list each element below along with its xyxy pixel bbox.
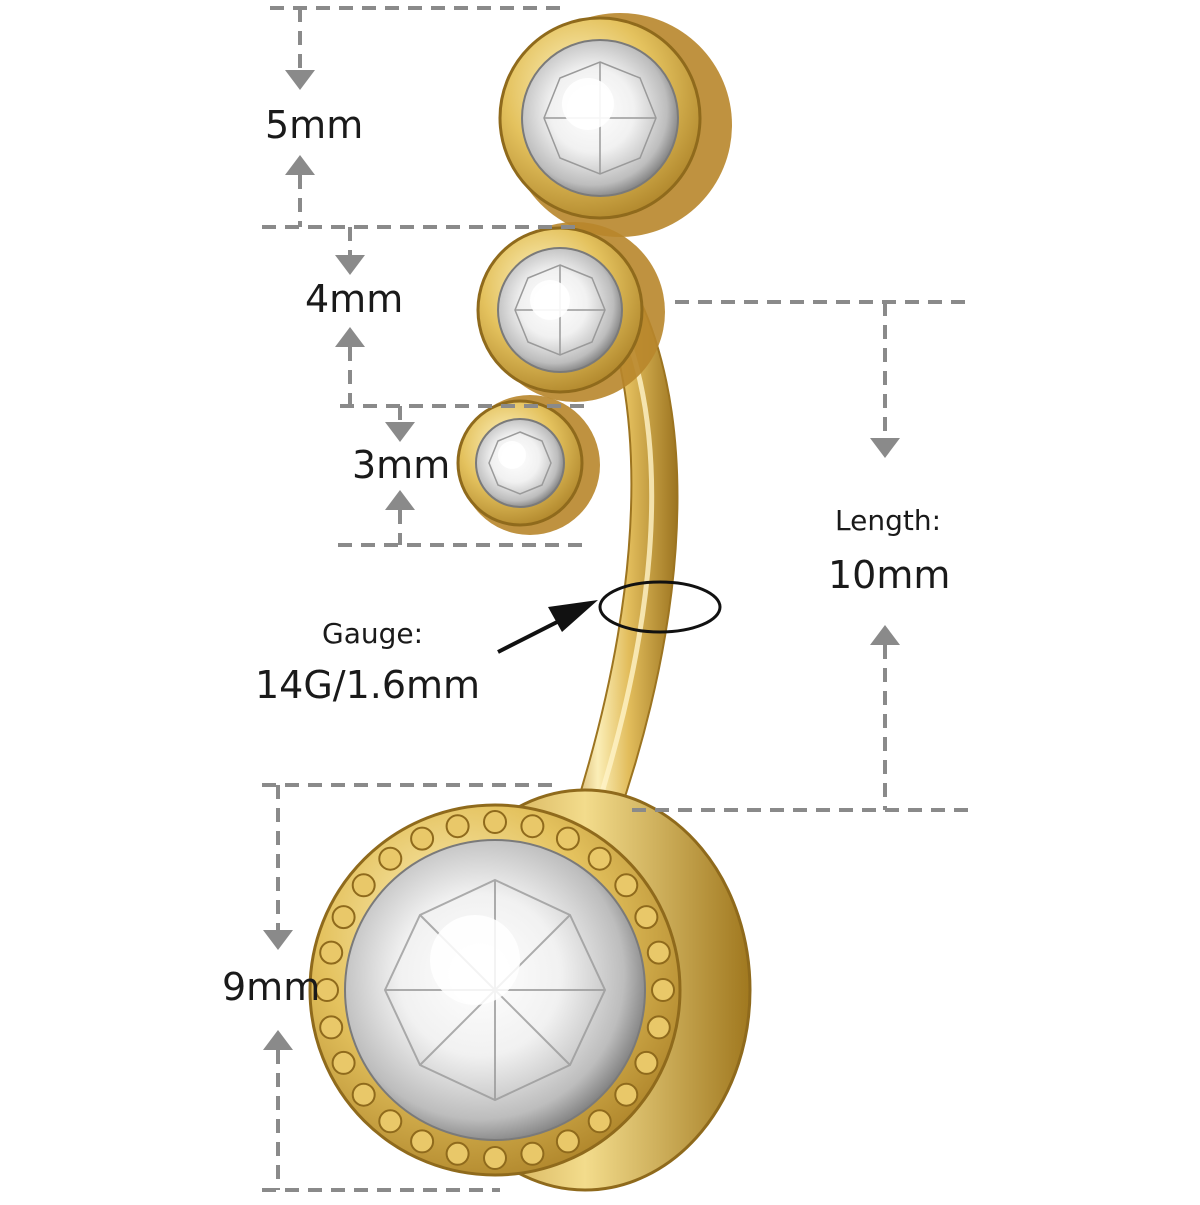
arrow-icon <box>285 155 315 175</box>
top-gem-5mm <box>498 13 732 237</box>
prong <box>445 814 470 839</box>
length-value: 10mm <box>828 553 950 597</box>
prong <box>614 1082 639 1107</box>
arrow-icon <box>870 438 900 458</box>
prong <box>587 1109 612 1134</box>
prong <box>331 1050 356 1075</box>
prong <box>555 1129 580 1154</box>
prong <box>378 1109 403 1134</box>
prong <box>587 846 612 871</box>
label-3mm: 3mm <box>352 443 450 487</box>
prong <box>319 940 344 965</box>
prong <box>634 905 659 930</box>
prong <box>646 1015 671 1040</box>
dimension-5mm: 5mm <box>262 6 580 229</box>
dimension-3mm: 3mm <box>338 406 585 547</box>
prong <box>646 940 671 965</box>
gauge-callout: Gauge: 14G/1.6mm <box>255 580 722 707</box>
label-5mm: 5mm <box>265 103 363 147</box>
prong <box>378 846 403 871</box>
prong <box>483 810 507 834</box>
label-9mm: 9mm <box>222 965 320 1009</box>
prong <box>520 1141 545 1166</box>
arrow-icon <box>285 70 315 90</box>
prong <box>483 1146 507 1170</box>
gauge-ring <box>598 580 722 634</box>
label-4mm: 4mm <box>305 277 403 321</box>
arrow-icon <box>335 255 365 275</box>
prong <box>410 826 435 851</box>
prong <box>634 1050 659 1075</box>
prong <box>520 814 545 839</box>
bottom-gem <box>308 788 752 1192</box>
arrow-icon <box>385 490 415 510</box>
gauge-title: Gauge: <box>322 617 423 650</box>
dimension-9mm: 9mm <box>222 783 560 1192</box>
prong <box>351 1082 376 1107</box>
black-arrow-icon <box>548 600 598 632</box>
length-title: Length: <box>835 504 941 537</box>
prong <box>315 978 339 1002</box>
prong <box>319 1015 344 1040</box>
prong <box>331 905 356 930</box>
gauge-value: 14G/1.6mm <box>255 663 480 707</box>
arrow-icon <box>870 625 900 645</box>
prong <box>651 978 675 1002</box>
middle-gem-4mm <box>476 222 665 402</box>
arrow-icon <box>263 1030 293 1050</box>
small-gem-3mm <box>456 395 600 535</box>
prong <box>351 873 376 898</box>
prong <box>614 873 639 898</box>
prong <box>555 826 580 851</box>
arrow-icon <box>335 327 365 347</box>
dimension-length: Length: 10mm <box>632 300 975 812</box>
arrow-icon <box>385 422 415 442</box>
dimension-4mm: 4mm <box>305 227 590 408</box>
prong <box>445 1141 470 1166</box>
prong <box>410 1129 435 1154</box>
arrow-icon <box>263 930 293 950</box>
